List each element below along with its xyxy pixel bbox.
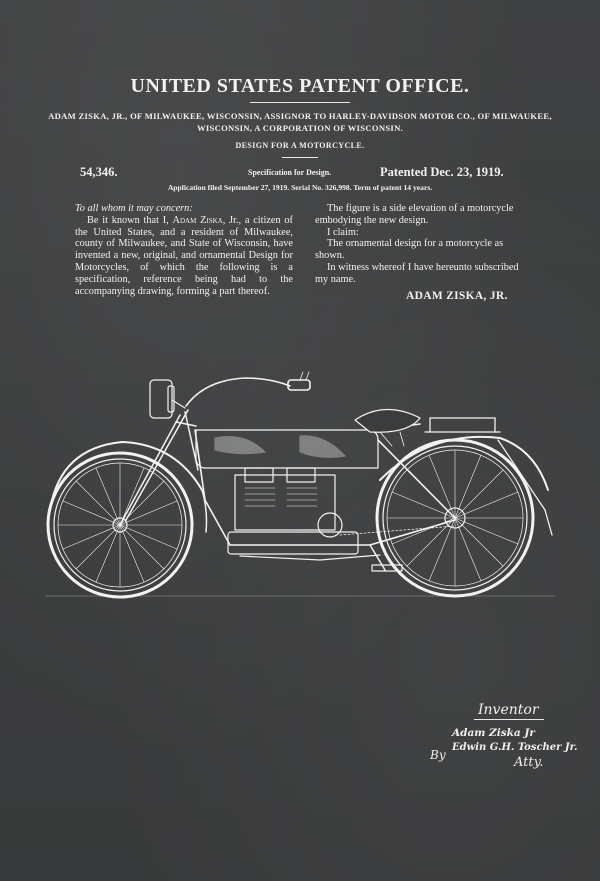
motorcycle-drawing [44,371,556,599]
spec-text-rest: , Jr., a citizen of the United States, a… [75,214,293,297]
design-rule [282,157,318,158]
inventor-name: ADAM ZISKA, JR. [406,290,508,302]
claim-label: I claim: [327,226,359,238]
design-title: DESIGN FOR A MOTORCYCLE. [235,141,365,150]
application-line: Application filed September 27, 1919. Se… [167,183,433,192]
saddle [354,408,421,447]
by-label: By [430,748,446,762]
footboard [369,544,386,571]
headlamp [149,379,186,419]
front-fender-tail [201,489,208,533]
inventor-underline [474,719,544,720]
fuel-tank [195,429,379,469]
specification-left-column: To all whom it may concern: Be it known … [75,203,293,297]
drive-chain [339,525,456,536]
patented-date: Patented Dec. 23, 1919. [380,165,504,179]
rear-fender [379,435,549,491]
figure-description: The figure is a side elevation of a moto… [315,203,514,226]
office-title: UNITED STATES PATENT OFFICE. [130,75,470,97]
claim-text: The ornamental design for a motorcycle a… [315,238,504,262]
title-rule [250,102,350,103]
engine [227,467,359,555]
specification-label: Specification for Design. [248,168,332,177]
spec-paragraph: Be it known that I, Adam Ziska, Jr., a c… [75,215,293,298]
front-wheel [46,451,194,599]
inventor-label: Inventor [478,702,539,718]
luggage-carrier [424,417,553,536]
witness-text: In witness whereof I have hereunto subsc… [315,261,519,285]
front-fork [119,409,199,526]
handlebar [185,371,311,407]
atty-label: Atty. [514,755,544,770]
specification-right-column: The figure is a side elevation of a moto… [315,203,522,286]
assignor-line: ADAM ZISKA, JR., OF MILWAUKEE, WISCONSIN… [48,111,552,133]
patent-number: 54,346. [80,165,118,179]
front-fender [49,441,203,511]
spec-text-start: Be it known that I, [87,214,169,226]
inventor-signature: Adam Ziska Jr [452,727,535,739]
pedal [371,564,403,572]
exhaust-pipe [239,554,381,561]
inventor-inline-name: Adam Ziska [172,214,223,226]
attorney-signature: Edwin G.H. Toscher Jr. [452,742,578,753]
salutation: To all whom it may concern: [75,203,193,214]
